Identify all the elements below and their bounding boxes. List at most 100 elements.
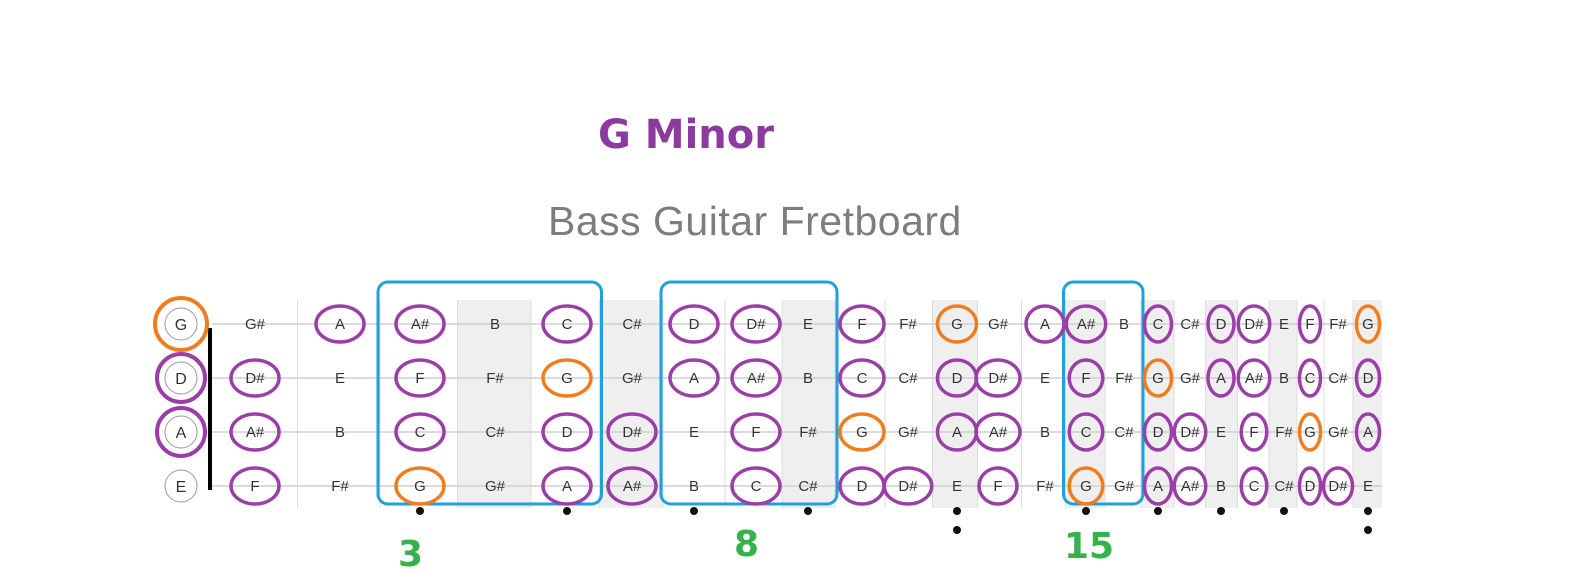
note-label: C bbox=[415, 424, 426, 441]
note-label: G bbox=[1362, 316, 1374, 333]
note-label: D# bbox=[898, 478, 918, 495]
scale-note-ring bbox=[229, 466, 281, 506]
root-note-ring bbox=[1354, 304, 1382, 344]
scale-note-ring bbox=[730, 304, 782, 344]
note-label: A# bbox=[1077, 316, 1096, 333]
note-label: A# bbox=[1181, 478, 1200, 495]
scale-note-ring bbox=[606, 466, 658, 506]
note-label: D bbox=[562, 424, 573, 441]
note-label: G# bbox=[988, 316, 1009, 333]
note-label: A# bbox=[246, 424, 265, 441]
scale-note-ring bbox=[314, 304, 366, 344]
note-label: F bbox=[1081, 370, 1090, 387]
scale-note-ring bbox=[882, 466, 934, 506]
diagram-subtitle: Bass Guitar Fretboard bbox=[548, 198, 962, 244]
scale-note-ring bbox=[1142, 304, 1174, 344]
note-label: C# bbox=[485, 424, 505, 441]
note-label: G bbox=[856, 424, 868, 441]
scale-note-ring bbox=[730, 358, 782, 398]
fret-marker-dot bbox=[1217, 507, 1225, 515]
fret-marker-dot bbox=[1280, 507, 1288, 515]
note-label: D bbox=[952, 370, 963, 387]
fret-marker-dot bbox=[804, 507, 812, 515]
root-note-ring bbox=[1067, 466, 1105, 506]
note-label: A bbox=[952, 424, 962, 441]
note-label: G# bbox=[485, 478, 506, 495]
note-label: C bbox=[1081, 424, 1092, 441]
note-label: E bbox=[1216, 424, 1226, 441]
shaded-fret-4 bbox=[457, 300, 531, 508]
open-string-ring bbox=[155, 352, 207, 404]
note-label: C bbox=[562, 316, 573, 333]
fret-marker-dot bbox=[1364, 507, 1372, 515]
note-label: A# bbox=[411, 316, 430, 333]
root-note-ring bbox=[935, 304, 979, 344]
note-label: E bbox=[335, 370, 345, 387]
note-label: E bbox=[1279, 316, 1289, 333]
scale-note-ring bbox=[1142, 412, 1174, 452]
note-label: C# bbox=[622, 316, 642, 333]
open-string-label: D bbox=[175, 371, 187, 388]
scale-note-ring bbox=[1172, 412, 1208, 452]
note-label: E bbox=[952, 478, 962, 495]
note-label: A bbox=[1153, 478, 1163, 495]
open-string-label: A bbox=[176, 425, 187, 442]
note-label: G bbox=[1080, 478, 1092, 495]
position-box-1 bbox=[376, 280, 603, 506]
note-label: B bbox=[1216, 478, 1226, 495]
note-label: D# bbox=[988, 370, 1008, 387]
note-label: D# bbox=[622, 424, 642, 441]
note-label: G# bbox=[1114, 478, 1135, 495]
note-label: F bbox=[415, 370, 424, 387]
open-string-circle bbox=[164, 307, 198, 341]
note-label: G bbox=[1152, 370, 1164, 387]
open-string-circle bbox=[164, 361, 198, 395]
shaded-fret-9 bbox=[782, 300, 835, 508]
note-label: D bbox=[1363, 370, 1374, 387]
scale-note-ring bbox=[541, 304, 593, 344]
note-label: F# bbox=[899, 316, 917, 333]
note-label: A# bbox=[1245, 370, 1264, 387]
root-note-ring bbox=[541, 358, 593, 398]
note-label: D# bbox=[746, 316, 766, 333]
scale-note-ring bbox=[1067, 358, 1105, 398]
fret-marker-dot bbox=[1364, 526, 1372, 534]
fret-number: 15 bbox=[1064, 526, 1114, 567]
note-label: E bbox=[1363, 478, 1373, 495]
note-label: D bbox=[1305, 478, 1316, 495]
note-label: F# bbox=[486, 370, 504, 387]
note-label: D# bbox=[1244, 316, 1264, 333]
note-label: D# bbox=[245, 370, 265, 387]
note-label: F bbox=[1305, 316, 1314, 333]
note-label: F bbox=[1249, 424, 1258, 441]
note-label: D bbox=[857, 478, 868, 495]
fret-marker-dot bbox=[953, 507, 961, 515]
note-label: G# bbox=[245, 316, 266, 333]
scale-note-ring bbox=[541, 412, 593, 452]
note-label: C# bbox=[1180, 316, 1200, 333]
scale-note-ring bbox=[668, 304, 720, 344]
note-label: F# bbox=[1036, 478, 1054, 495]
scale-note-ring bbox=[1239, 466, 1269, 506]
root-note-ring bbox=[838, 412, 886, 452]
scale-note-ring bbox=[974, 358, 1022, 398]
note-label: C# bbox=[1328, 370, 1348, 387]
scale-note-ring bbox=[1297, 304, 1323, 344]
scale-note-ring bbox=[668, 358, 720, 398]
note-label: G# bbox=[622, 370, 643, 387]
note-label: D# bbox=[1328, 478, 1348, 495]
note-label: G bbox=[414, 478, 426, 495]
note-label: G# bbox=[1180, 370, 1201, 387]
fret-marker-dot bbox=[690, 507, 698, 515]
fret-marker-dot bbox=[1154, 507, 1162, 515]
root-note-ring bbox=[1142, 358, 1174, 398]
root-note-ring bbox=[394, 466, 446, 506]
note-label: G bbox=[951, 316, 963, 333]
note-label: F bbox=[993, 478, 1002, 495]
note-label: D bbox=[1216, 316, 1227, 333]
scale-note-ring bbox=[1024, 304, 1066, 344]
note-label: C bbox=[1249, 478, 1260, 495]
scale-note-ring bbox=[730, 466, 782, 506]
scale-note-ring bbox=[1297, 358, 1323, 398]
